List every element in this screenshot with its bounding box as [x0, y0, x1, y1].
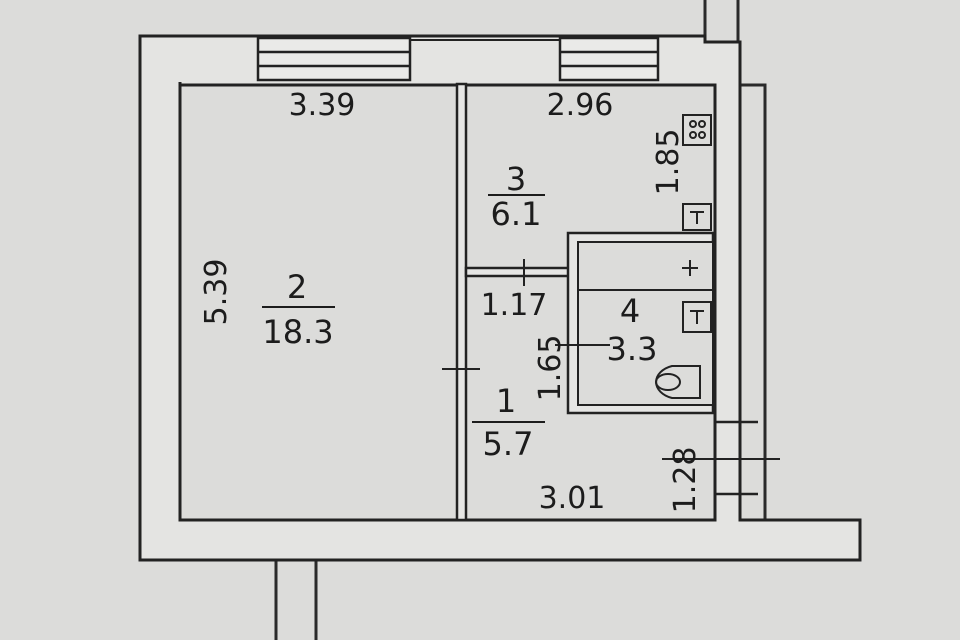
dim-hall-height: 1.65: [533, 335, 568, 402]
room-area: 5.7: [483, 425, 534, 463]
dim-room2-height: 5.39: [199, 259, 234, 326]
dim-hall-width-top: 1.17: [481, 288, 548, 323]
outer-wall: [138, 34, 862, 562]
room-area: 3.3: [607, 330, 658, 368]
room-number: 4: [620, 292, 640, 330]
room-label-4: 4 3.3: [607, 292, 658, 368]
room-label-3: 3 6.1: [488, 160, 545, 233]
dim-room3-height: 1.85: [651, 129, 686, 196]
entry-door: [662, 420, 780, 496]
room-area: 6.1: [491, 195, 542, 233]
dim-room2-width: 3.39: [289, 88, 356, 123]
socket-icon: [682, 203, 712, 231]
dim-entry-width: 1.28: [668, 447, 703, 514]
stove-icon: [682, 114, 712, 146]
room-label-2: 2 18.3: [262, 268, 335, 351]
room-number: 1: [496, 382, 516, 420]
bathtub-icon: [682, 301, 712, 333]
room-number: 3: [506, 160, 526, 198]
bathroom-inner: [577, 241, 714, 406]
tap-icon: [682, 260, 698, 276]
window-right: [558, 36, 660, 82]
room-area: 18.3: [262, 313, 333, 351]
window-left: [256, 36, 412, 82]
dim-hall-width-bottom: 3.01: [539, 481, 606, 516]
toilet-icon: [655, 365, 701, 399]
room-label-1: 1 5.7: [472, 382, 545, 463]
dim-room3-width: 2.96: [547, 88, 614, 123]
room-number: 2: [287, 268, 307, 306]
